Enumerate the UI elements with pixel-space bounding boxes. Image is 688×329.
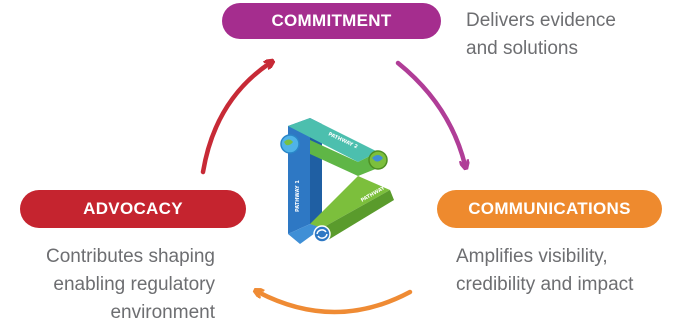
- description-line: Delivers evidence: [466, 10, 616, 31]
- description-line: environment: [110, 302, 215, 323]
- commitment-description: Delivers evidence and solutions: [466, 7, 666, 63]
- arrow-commitment-to-communications: [395, 60, 465, 165]
- communications-label: COMMUNICATIONS: [468, 199, 631, 218]
- arrow-advocacy-to-commitment: [200, 63, 270, 175]
- description-line: enabling regulatory: [53, 274, 215, 295]
- arrow-communications-to-advocacy: [258, 292, 413, 315]
- description-line: Amplifies visibility,: [456, 246, 608, 267]
- description-line: Contributes shaping: [46, 246, 215, 267]
- advocacy-pill: ADVOCACY: [20, 190, 246, 228]
- communications-description: Amplifies visibility, credibility and im…: [456, 243, 686, 299]
- commitment-label: COMMITMENT: [271, 11, 392, 30]
- pathway-label-1: PATHWAY 1: [295, 180, 301, 212]
- advocacy-label: ADVOCACY: [83, 199, 183, 218]
- advocacy-description: Contributes shaping enabling regulatory …: [10, 243, 215, 327]
- communications-pill: COMMUNICATIONS: [437, 190, 662, 228]
- pathway-triangle-logo: PATHWAY 1 PATHWAY 2 PATHWAY 3: [280, 118, 394, 244]
- description-line: and solutions: [466, 38, 578, 59]
- description-line: credibility and impact: [456, 274, 634, 295]
- recycle-icon: [313, 225, 331, 243]
- commitment-pill: COMMITMENT: [222, 3, 441, 39]
